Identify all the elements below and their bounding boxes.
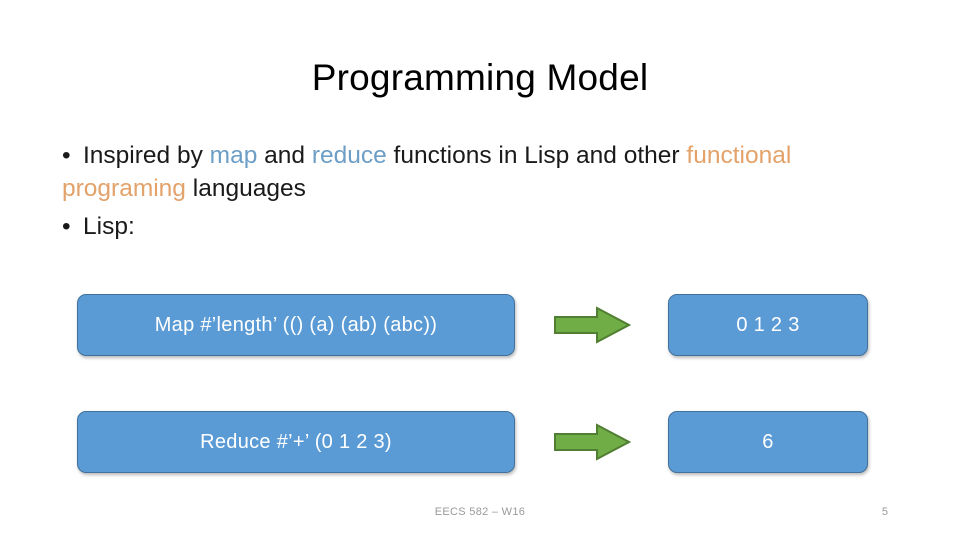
bullet-1-segment-reduce: reduce bbox=[311, 142, 387, 169]
footer-course-label: EECS 582 – W16 bbox=[434, 506, 526, 518]
footer-page-number: 5 bbox=[881, 506, 888, 518]
reduce-expression-box[interactable]: Reduce #’+’ (0 1 2 3) bbox=[77, 411, 515, 473]
bullet-item-2: • Lisp: bbox=[62, 211, 852, 244]
bullet-item-1-text: Inspired by map and reduce functions in … bbox=[62, 142, 791, 202]
bullet-marker-icon: • bbox=[62, 142, 71, 169]
bullet-item-1: •Inspired by map and reduce functions in… bbox=[62, 140, 852, 205]
right-arrow-icon bbox=[554, 306, 631, 344]
page-title: Programming Model bbox=[311, 57, 649, 98]
bullet-1-segment-map: map bbox=[209, 142, 258, 169]
bullet-1-segment-functional-programing: functional programing bbox=[62, 142, 792, 202]
bullet-1-segment-1: Inspired by bbox=[83, 142, 210, 169]
map-expression-box[interactable]: Map #’length’ (() (a) (ab) (abc)) bbox=[77, 294, 515, 356]
bullet-1-segment-7: languages bbox=[185, 174, 306, 202]
bullet-item-2-text: Lisp: bbox=[83, 213, 135, 241]
bullet-1-segment-5: functions in Lisp and other bbox=[386, 142, 687, 169]
bullet-1-segment-3: and bbox=[257, 142, 312, 169]
map-result-box[interactable]: 0 1 2 3 bbox=[668, 294, 868, 356]
right-arrow-icon bbox=[554, 423, 631, 461]
body-text-block: •Inspired by map and reduce functions in… bbox=[62, 140, 852, 244]
bullet-marker-icon: • bbox=[62, 213, 71, 241]
reduce-result-box[interactable]: 6 bbox=[668, 411, 868, 473]
